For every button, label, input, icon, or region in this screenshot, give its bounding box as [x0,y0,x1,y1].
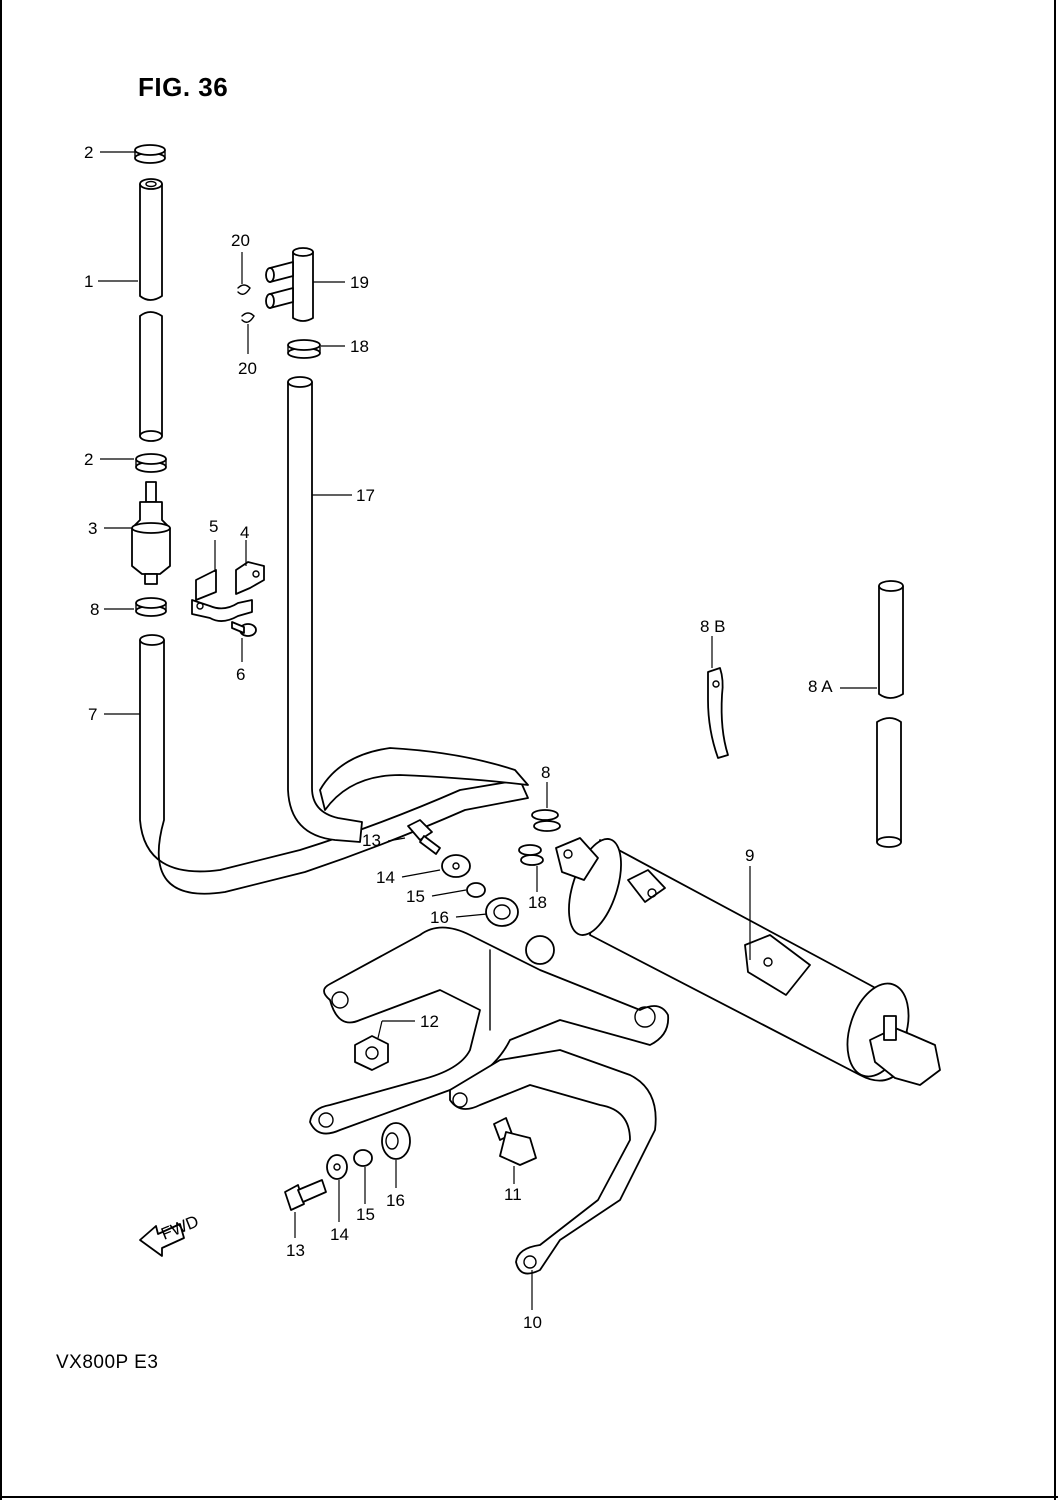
model-code: VX800P E3 [56,1352,159,1373]
collar-part-15-lower [353,1149,373,1167]
callout-5: 5 [209,517,218,536]
callout-15: 15 [356,1205,375,1224]
callout-17: 17 [356,486,375,505]
hose-part-8a [876,580,904,848]
hose-part-1 [139,178,163,442]
callout-3: 3 [88,519,97,538]
callout-16: 16 [386,1191,405,1210]
callout-11: 11 [504,1185,522,1204]
nut-part-12 [354,1035,389,1071]
clip-part-18-upper [287,339,321,359]
clip-part-8-right [531,809,561,832]
grommet-part-16-lower [381,1122,411,1160]
washer-part-14-upper [441,854,471,878]
mount-bracket-part-10 [309,926,670,1275]
page-border-right [1054,0,1056,1500]
callout-14: 14 [330,1225,349,1244]
canister-part-9 [555,837,941,1086]
leader-lines [98,151,877,1310]
collar-part-15-upper [466,882,486,898]
clip-part-18-lower [518,844,544,866]
clip-part-2-top [134,144,166,164]
page-border-bottom [0,1496,1058,1498]
clip-part-20-upper [237,284,251,295]
washer-part-14-lower [326,1154,348,1180]
callout-16: 16 [430,908,449,927]
callout-2: 2 [84,143,93,162]
callout-8: 8 [541,763,550,782]
bolt-part-11 [493,1117,537,1166]
page-border-left [0,0,2,1500]
figure-title: FIG. 36 [138,72,229,102]
callout-20: 20 [238,359,257,378]
callout-9: 9 [745,846,754,865]
bolt-part-13-upper [407,819,441,855]
callout-14: 14 [376,868,395,887]
clip-part-8-left [135,597,167,617]
bracket-part-4-5 [191,561,265,622]
callout-labels: 2 1 2 3 8 7 5 4 6 20 20 19 18 17 8 B 8 A… [84,143,833,1332]
bolt-part-13-lower [284,1179,327,1211]
callout-19: 19 [350,273,369,292]
hose-part-17 [287,376,529,843]
screw-part-6 [231,621,257,637]
callout-18: 18 [350,337,369,356]
callout-4: 4 [240,523,249,542]
strap-part-8b [707,667,729,759]
callout-7: 7 [88,705,97,724]
callout-8: 8 [90,600,99,619]
hose-part-7 [139,634,529,895]
callout-15: 15 [406,887,425,906]
callout-13: 13 [362,831,381,850]
callout-8B: 8 B [700,617,726,636]
callout-18: 18 [528,893,547,912]
callout-6: 6 [236,665,245,684]
fwd-arrow-icon: FWD [139,1212,201,1257]
callout-12: 12 [420,1012,439,1031]
callout-2: 2 [84,450,93,469]
clip-part-2-bottom [135,453,167,473]
t-joint-part-19 [265,247,314,322]
fuel-filter-part-3 [131,481,171,585]
callout-10: 10 [523,1313,542,1332]
grommet-part-16-upper [485,897,519,927]
callout-8A: 8 A [808,677,833,696]
callout-13: 13 [286,1241,305,1260]
clip-part-20-lower [241,312,255,323]
callout-1: 1 [84,272,93,291]
callout-20: 20 [231,231,250,250]
